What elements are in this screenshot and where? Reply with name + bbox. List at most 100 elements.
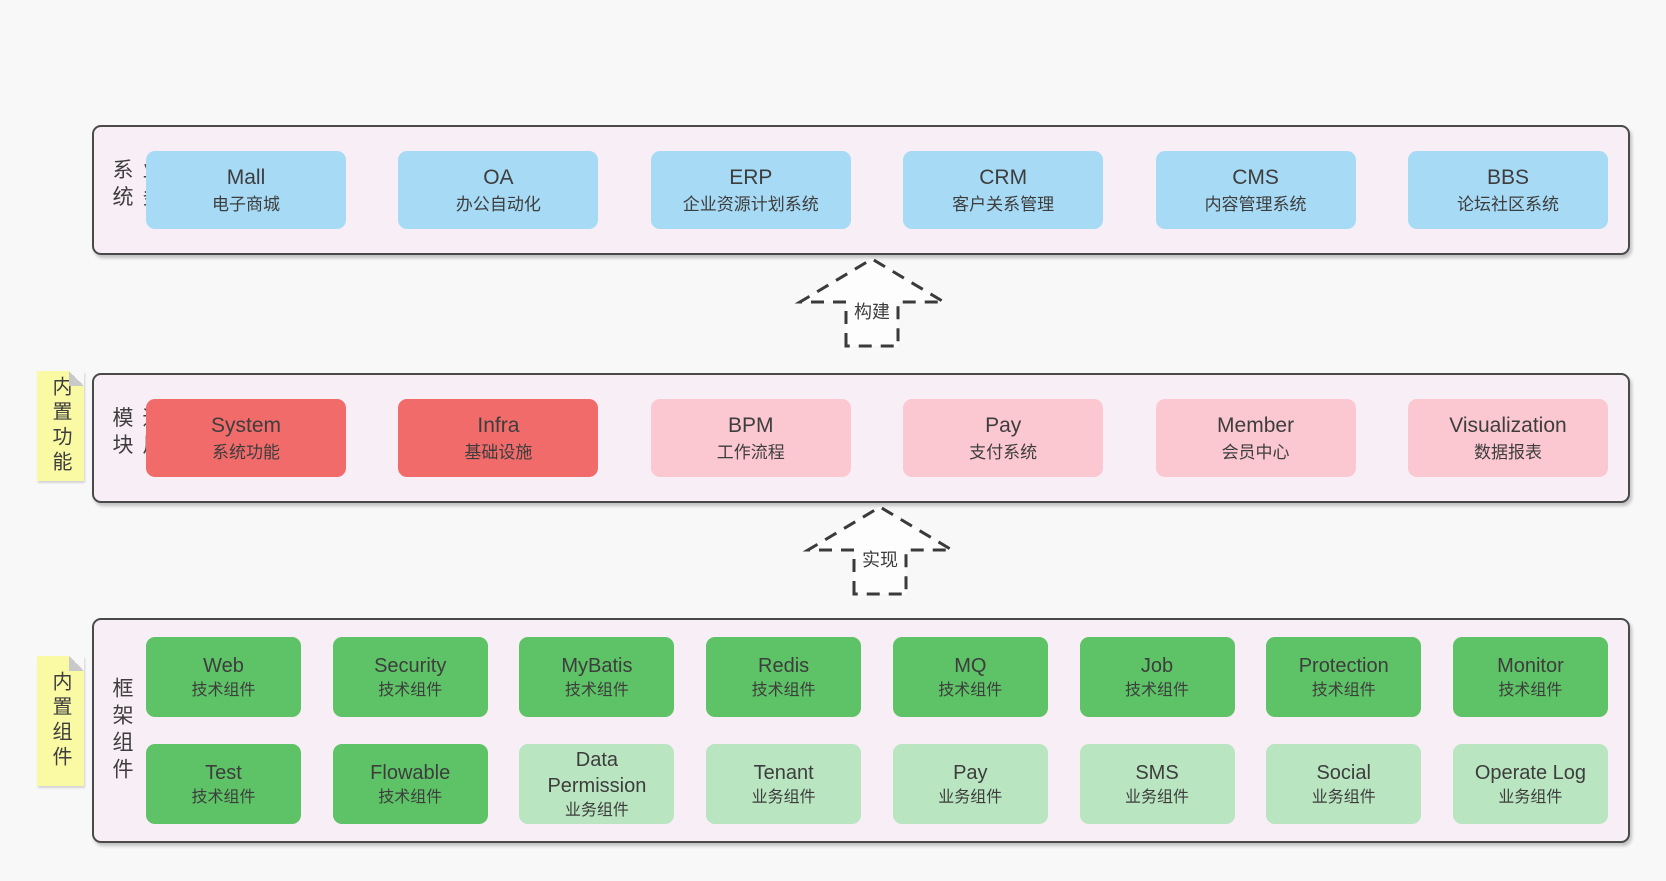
module-name-zh: 技术组件: [378, 788, 443, 806]
module-name-zh: 业务组件: [1498, 788, 1563, 806]
module-name-en: Operate Log: [1474, 761, 1587, 784]
module-box: SMS 业务组件: [1079, 744, 1235, 824]
module-name-en: BPM: [728, 414, 774, 438]
business-systems-container: 业务系统 Mall 电子商城 OA 办公自动化 ERP 企业资源计划系统 CRM…: [92, 125, 1630, 255]
module-name-en: Social: [1316, 761, 1371, 784]
module-name-en: CMS: [1232, 166, 1279, 190]
module-name-en: System: [210, 414, 281, 438]
module-box: Social 业务组件: [1266, 744, 1422, 824]
module-box: Monitor 技术组件: [1452, 637, 1608, 717]
module-name-en: Data Permission: [547, 748, 647, 797]
module-name-en: Redis: [758, 654, 810, 677]
module-name-en: Job: [1140, 654, 1174, 677]
module-name-zh: 技术组件: [564, 681, 629, 699]
module-name-en: Flowable: [370, 761, 451, 784]
implement-arrow-label: 实现: [860, 546, 900, 572]
module-box: Job 技术组件: [1079, 637, 1235, 717]
module-name-zh: 数据报表: [1473, 442, 1542, 462]
module-box: MQ 技术组件: [892, 637, 1048, 717]
module-name-zh: 业务组件: [564, 801, 629, 819]
module-name-zh: 业务组件: [1125, 788, 1190, 806]
framework-components-label: 框架组件: [110, 676, 133, 785]
module-name-en: ERP: [729, 166, 773, 190]
module-box: BBS 论坛社区系统: [1407, 151, 1608, 229]
module-box: Web 技术组件: [146, 637, 301, 717]
module-name-zh: 企业资源计划系统: [682, 194, 819, 214]
module-name-zh: 基础设施: [464, 442, 533, 462]
module-name-en: Test: [205, 761, 242, 784]
module-box: CRM 客户关系管理: [903, 151, 1104, 229]
module-name-zh: 内容管理系统: [1204, 194, 1307, 214]
module-name-en: Security: [374, 654, 447, 677]
module-box: Mall 电子商城: [146, 151, 346, 229]
module-box: Redis 技术组件: [706, 637, 862, 717]
module-name-zh: 技术组件: [1311, 681, 1376, 699]
module-name-zh: 技术组件: [1498, 681, 1563, 699]
module-name-en: Monitor: [1497, 654, 1564, 677]
module-name-zh: 技术组件: [938, 681, 1003, 699]
module-box: Member 会员中心: [1155, 399, 1356, 477]
module-name-zh: 技术组件: [378, 681, 443, 699]
module-box: ERP 企业资源计划系统: [650, 151, 851, 229]
module-name-en: Pay: [985, 414, 1022, 438]
module-box: System 系统功能: [146, 399, 346, 477]
module-name-zh: 业务组件: [1311, 788, 1376, 806]
module-name-en: Pay: [953, 761, 988, 784]
module-box: Pay 业务组件: [892, 744, 1048, 824]
build-arrow-label: 构建: [852, 298, 892, 324]
module-box: BPM 工作流程: [650, 399, 851, 477]
module-name-zh: 电子商城: [212, 194, 280, 214]
module-name-en: OA: [483, 166, 514, 190]
module-name-zh: 会员中心: [1221, 442, 1290, 462]
module-name-zh: 业务组件: [751, 788, 816, 806]
module-name-zh: 支付系统: [969, 442, 1038, 462]
module-name-en: Infra: [477, 414, 520, 438]
built-in-features-tab-label: 内置功能: [49, 376, 71, 476]
module-name-zh: 办公自动化: [455, 194, 541, 214]
module-box: Operate Log 业务组件: [1452, 744, 1608, 824]
module-name-en: Tenant: [753, 761, 814, 784]
module-name-en: SMS: [1135, 761, 1179, 784]
module-box: Protection 技术组件: [1266, 637, 1422, 717]
module-name-en: Visualization: [1449, 414, 1567, 438]
module-box: Pay 支付系统: [903, 399, 1104, 477]
build-arrow: 构建: [792, 256, 952, 348]
built-in-features-tab: 内置功能: [37, 371, 84, 481]
module-box: Infra 基础设施: [398, 399, 599, 477]
module-name-zh: 论坛社区系统: [1456, 194, 1559, 214]
framework-components-row-1: Web 技术组件 Security 技术组件 MyBatis 技术组件 Redi…: [146, 637, 1608, 717]
module-box: Test 技术组件: [146, 744, 301, 824]
module-name-en: MQ: [954, 654, 987, 677]
module-box: CMS 内容管理系统: [1155, 151, 1356, 229]
module-name-zh: 系统功能: [212, 442, 280, 462]
module-name-en: Protection: [1298, 654, 1389, 677]
module-name-zh: 技术组件: [191, 788, 256, 806]
module-name-zh: 业务组件: [938, 788, 1003, 806]
common-modules-row: System 系统功能 Infra 基础设施 BPM 工作流程 Pay 支付系统…: [146, 399, 1608, 477]
module-name-en: CRM: [979, 166, 1028, 190]
module-name-en: Web: [203, 654, 244, 677]
module-box: Flowable 技术组件: [332, 744, 488, 824]
module-name-zh: 工作流程: [716, 442, 785, 462]
common-modules-container: 内置功能 通用模块 System 系统功能 Infra 基础设施 BPM 工作流…: [37, 371, 1630, 503]
module-name-en: Mall: [226, 166, 266, 190]
module-box: MyBatis 技术组件: [519, 637, 675, 717]
module-name-en: MyBatis: [561, 654, 633, 677]
business-systems-row: Mall 电子商城 OA 办公自动化 ERP 企业资源计划系统 CRM 客户关系…: [146, 151, 1608, 229]
framework-components-container: 内置组件 框架组件 Web 技术组件 Security 技术组件 MyBatis…: [37, 618, 1630, 843]
built-in-components-tab: 内置组件: [37, 656, 84, 786]
module-box: Tenant 业务组件: [706, 744, 862, 824]
module-box: OA 办公自动化: [398, 151, 599, 229]
module-name-en: BBS: [1486, 166, 1529, 190]
module-name-zh: 技术组件: [1125, 681, 1190, 699]
module-box: Visualization 数据报表: [1407, 399, 1608, 477]
module-name-en: Member: [1217, 414, 1295, 438]
module-box: Security 技术组件: [332, 637, 488, 717]
module-box: Data Permission 业务组件: [519, 744, 675, 824]
module-name-zh: 技术组件: [751, 681, 816, 699]
implement-arrow: 实现: [800, 504, 960, 596]
built-in-components-tab-label: 内置组件: [49, 671, 71, 771]
framework-components-row-2: Test 技术组件 Flowable 技术组件 Data Permission …: [146, 744, 1608, 824]
module-name-zh: 客户关系管理: [952, 194, 1055, 214]
module-name-zh: 技术组件: [191, 681, 256, 699]
